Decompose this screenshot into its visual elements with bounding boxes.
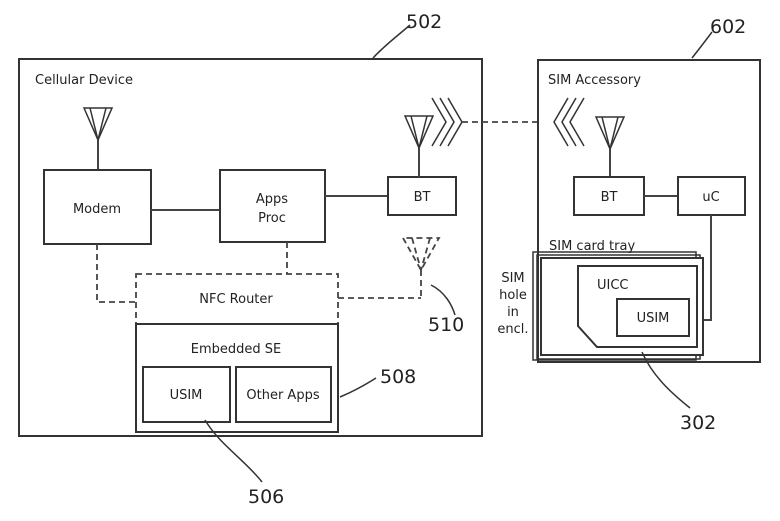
sim-hole-label-line2: hole [499, 288, 527, 303]
modem-antenna-icon [82, 107, 114, 170]
sim-hole-label-line4: encl. [497, 322, 528, 337]
cellular-usim-label: USIM [170, 388, 203, 403]
modem-label: Modem [73, 202, 121, 217]
ref-302-leader [641, 351, 691, 409]
accessory-antenna-icon [594, 116, 626, 177]
ref-508-label: 508 [380, 366, 416, 388]
ref-302-label: 302 [680, 412, 716, 434]
ref-508-leader [339, 377, 377, 398]
accessory-bt-label: BT [601, 190, 618, 205]
other-apps-box [235, 366, 332, 423]
embedded-se-label: Embedded SE [191, 342, 281, 357]
sim-hole-label-line3: in [507, 305, 519, 320]
other-apps-label: Other Apps [246, 388, 319, 403]
accessory-usim-box [616, 298, 690, 337]
ref-506-leader [204, 419, 263, 483]
ref-506-label: 506 [248, 486, 284, 508]
cellular-usim-box [142, 366, 231, 423]
cellular-bt-box [387, 176, 457, 216]
nfc-antenna-icon [401, 237, 441, 298]
sim-card-tray-label: SIM card tray [549, 239, 635, 254]
ref-502-label: 502 [406, 11, 442, 33]
uc-label: uC [702, 190, 719, 205]
ref-502-leader [372, 24, 411, 59]
uc-box [677, 176, 746, 216]
ref-602-label: 602 [710, 16, 746, 38]
ref-602-leader [691, 31, 713, 59]
modem-nfc-dashed-link [96, 244, 136, 303]
accessory-bt-box [573, 176, 645, 216]
apps-proc-label-line2: Proc [258, 211, 286, 226]
sim-hole-label-line1: SIM [501, 271, 524, 286]
sim-accessory-title: SIM Accessory [548, 73, 641, 88]
ref-510-leader [430, 284, 456, 316]
cellular-device-title: Cellular Device [35, 73, 133, 88]
apps-proc-label-line1: Apps [256, 192, 288, 207]
apps-proc-box [219, 169, 326, 243]
accessory-wave-icon [553, 97, 585, 147]
nfc-router-label: NFC Router [199, 292, 273, 307]
cellular-bt-label: BT [414, 190, 431, 205]
ref-510-label: 510 [428, 314, 464, 336]
uicc-label: UICC [597, 278, 629, 293]
cellular-bt-antenna-icon [403, 115, 435, 177]
accessory-usim-label: USIM [637, 311, 670, 326]
